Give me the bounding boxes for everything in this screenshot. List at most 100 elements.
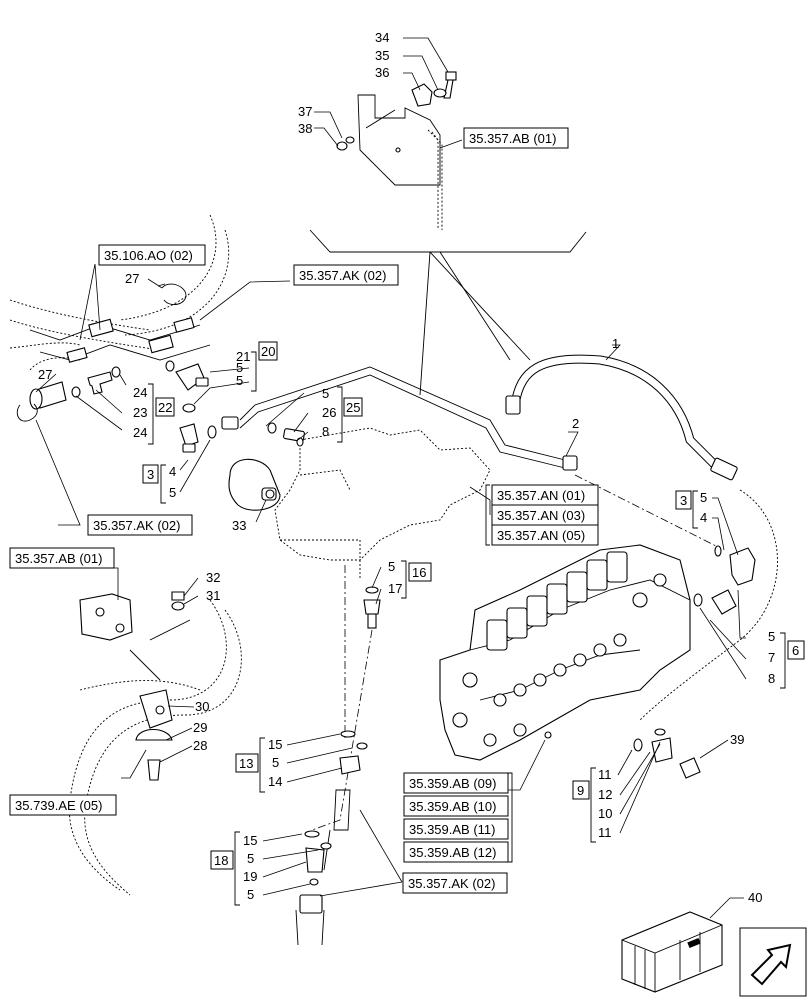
svg-text:35.359.AB (09): 35.359.AB (09) <box>409 776 496 791</box>
callout-4: 4 <box>169 464 176 479</box>
callout-5: 5 <box>272 755 279 770</box>
bracket-inset <box>309 71 587 396</box>
fittings-group-9 <box>633 728 701 779</box>
callout-5: 5 <box>247 851 254 866</box>
background-hoses <box>9 214 230 371</box>
ref-35-357-an-05[interactable]: 35.357.AN (05) <box>491 524 599 546</box>
callout-5: 5 <box>388 559 395 574</box>
callout-5: 5 <box>236 373 243 388</box>
fittings-left-group <box>16 283 305 453</box>
callout-27: 27 <box>125 271 139 286</box>
callout-28: 28 <box>193 738 207 753</box>
ref-35-357-ab-01-top[interactable]: 35.357.AB (01) <box>463 127 569 149</box>
reference-links: 35.357.AB (01) 35.106.AO (02) 35.357.AK … <box>9 127 599 894</box>
callout-37: 37 <box>298 104 312 119</box>
group-9: 9 <box>577 783 584 798</box>
callout-2: 2 <box>572 416 579 431</box>
callout-19: 19 <box>243 869 257 884</box>
group-brackets: 20 22 25 3 3 16 6 13 18 9 <box>142 341 805 906</box>
callout-24: 24 <box>133 425 147 440</box>
hose-lower-18 <box>295 830 332 946</box>
svg-text:35.359.AB (11): 35.359.AB (11) <box>409 822 495 837</box>
group-3: 3 <box>680 493 687 508</box>
ref-35-357-ak-02-bottom[interactable]: 35.357.AK (02) <box>402 872 508 894</box>
svg-text:35.357.AN (05): 35.357.AN (05) <box>497 528 585 543</box>
callout-31: 31 <box>206 588 220 603</box>
ref-35-359-ab-11[interactable]: 35.359.AB (11) <box>403 818 509 840</box>
ref-35-359-ab-09[interactable]: 35.359.AB (09) <box>403 772 509 794</box>
callout-10: 10 <box>598 806 612 821</box>
callout-5: 5 <box>768 629 775 644</box>
frame-outline-dotted <box>68 599 242 896</box>
callout-numbers: 34 35 36 37 38 27 27 1 2 5 21 5 24 23 24… <box>38 30 775 905</box>
callout-8: 8 <box>768 671 775 686</box>
callout-4: 4 <box>700 510 707 525</box>
callout-36: 36 <box>375 65 389 80</box>
callout-1: 1 <box>612 336 619 351</box>
ref-35-359-ab-10[interactable]: 35.359.AB (10) <box>403 795 509 817</box>
callout-7: 7 <box>768 650 775 665</box>
ref-35-357-an-01[interactable]: 35.357.AN (01) <box>491 484 599 506</box>
ref-35-739-ae-05[interactable]: 35.739.AE (05) <box>9 794 117 816</box>
callout-5: 5 <box>322 386 329 401</box>
group-13: 13 <box>239 756 253 771</box>
svg-text:35.357.AN (03): 35.357.AN (03) <box>497 508 585 523</box>
control-valve-bank <box>439 544 691 761</box>
fitting-14 <box>311 565 373 871</box>
svg-text:35.106.AO (02): 35.106.AO (02) <box>104 248 193 263</box>
group-25: 25 <box>346 400 360 415</box>
pipe-2 <box>221 366 578 471</box>
callout-23: 23 <box>133 405 147 420</box>
callout-15: 15 <box>243 833 257 848</box>
callout-39: 39 <box>730 732 744 747</box>
ref-35-357-an-03[interactable]: 35.357.AN (03) <box>491 504 599 526</box>
callout-24: 24 <box>133 385 147 400</box>
callout-21: 21 <box>236 349 250 364</box>
svg-text:35.359.AB (12): 35.359.AB (12) <box>409 845 496 860</box>
group-22: 22 <box>158 400 172 415</box>
callout-12: 12 <box>598 787 612 802</box>
callout-29: 29 <box>193 720 207 735</box>
callout-35: 35 <box>375 48 389 63</box>
ref-35-106-ao-02[interactable]: 35.106.AO (02) <box>98 244 206 266</box>
svg-text:35.357.AN (01): 35.357.AN (01) <box>497 488 585 503</box>
hose-1 <box>505 354 738 481</box>
callout-5: 5 <box>247 887 254 902</box>
callout-15: 15 <box>268 737 282 752</box>
tank-ghost <box>274 427 491 580</box>
svg-text:35.357.AK (02): 35.357.AK (02) <box>299 268 386 283</box>
callout-5: 5 <box>169 485 176 500</box>
group-18: 18 <box>214 853 228 868</box>
ref-35-357-ak-02-top[interactable]: 35.357.AK (02) <box>293 264 399 286</box>
accumulator-33 <box>228 458 281 511</box>
ref-35-357-ab-01-left[interactable]: 35.357.AB (01) <box>9 547 115 569</box>
callout-30: 30 <box>195 699 209 714</box>
callout-40: 40 <box>748 890 762 905</box>
callout-34: 34 <box>375 30 389 45</box>
bracket-assembly-left <box>79 591 191 781</box>
callout-11: 11 <box>598 825 612 840</box>
fitting-17 <box>363 586 381 629</box>
kit-box-icon <box>621 911 723 993</box>
callout-17: 17 <box>388 581 402 596</box>
callout-26: 26 <box>322 405 336 420</box>
callout-11: 11 <box>598 767 612 782</box>
callout-32: 32 <box>206 570 220 585</box>
group-20: 20 <box>261 344 275 359</box>
group-3: 3 <box>147 467 154 482</box>
svg-text:35.359.AB (10): 35.359.AB (10) <box>409 799 496 814</box>
callout-5: 5 <box>700 490 707 505</box>
callout-27: 27 <box>38 367 52 382</box>
leader-lines <box>35 37 747 919</box>
svg-text:35.357.AB (01): 35.357.AB (01) <box>15 551 102 566</box>
callout-33: 33 <box>232 518 246 533</box>
svg-text:35.357.AK (02): 35.357.AK (02) <box>93 518 180 533</box>
svg-text:35.357.AK (02): 35.357.AK (02) <box>408 876 495 891</box>
group-16: 16 <box>412 565 426 580</box>
ref-35-357-ak-02-left[interactable]: 35.357.AK (02) <box>87 514 193 536</box>
ref-35-359-ab-12[interactable]: 35.359.AB (12) <box>403 841 509 863</box>
next-page-arrow-icon[interactable] <box>739 927 807 997</box>
callout-5: 5 <box>236 360 243 375</box>
svg-text:35.739.AE (05): 35.739.AE (05) <box>15 798 102 813</box>
